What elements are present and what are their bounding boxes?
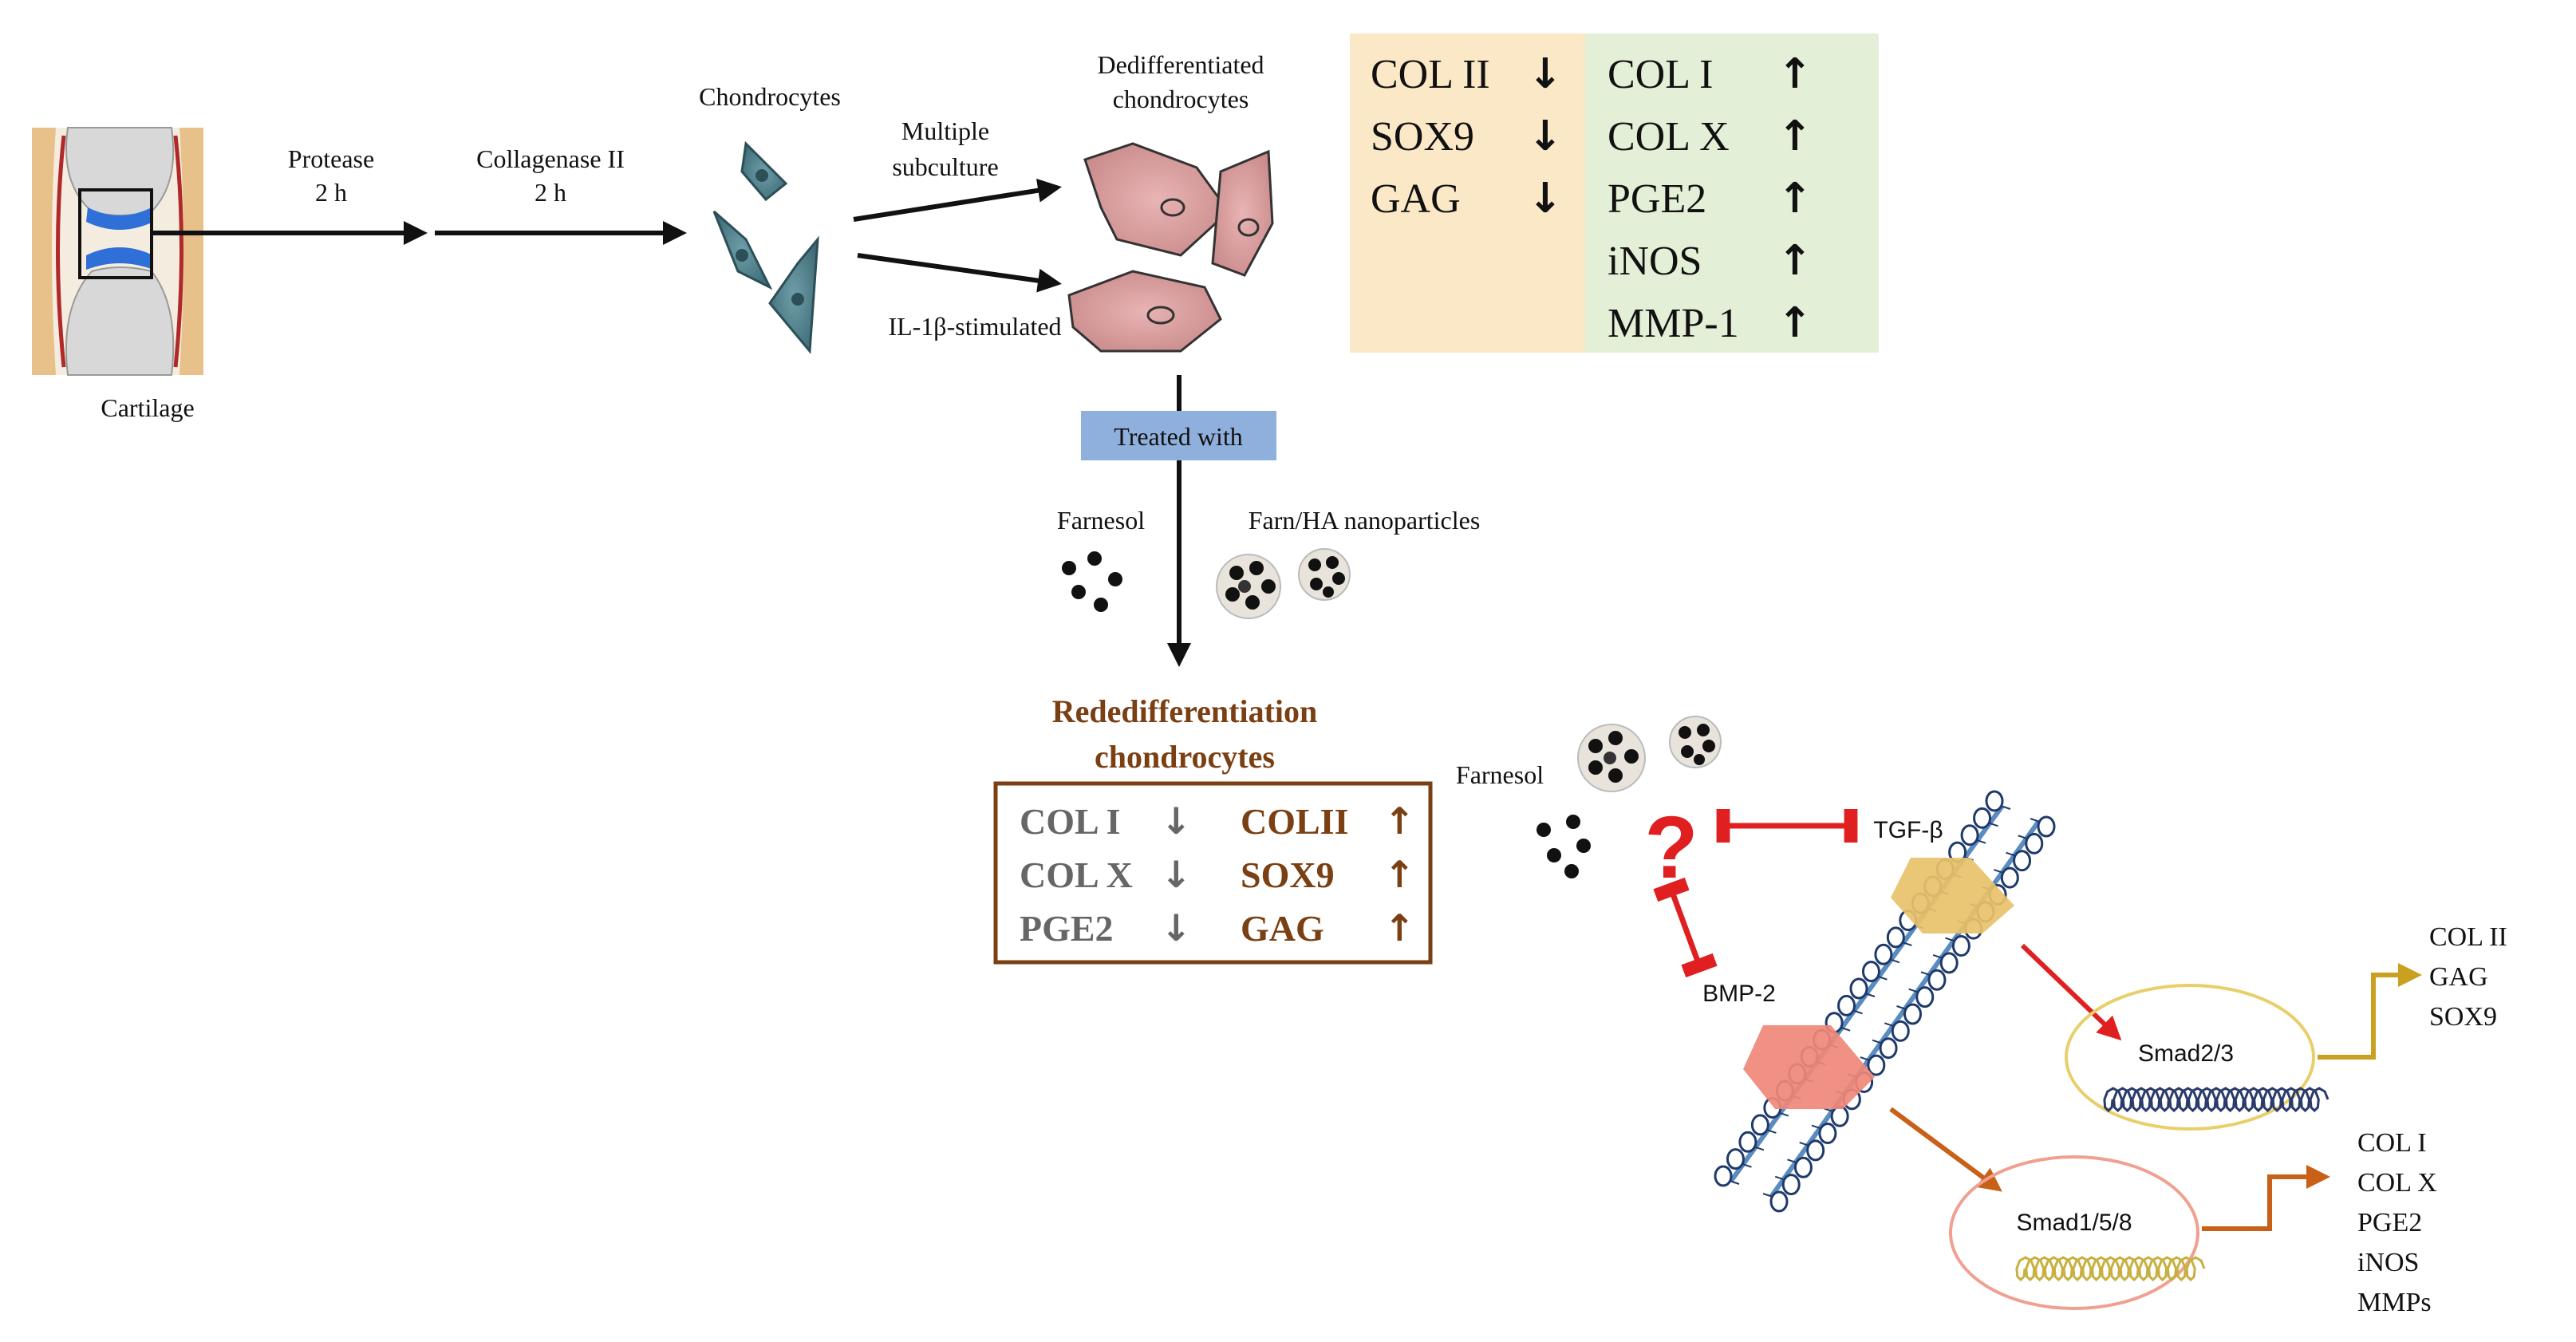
smad158-target-0: COL I: [2357, 1128, 2427, 1158]
subculture-label-2: subculture: [892, 152, 998, 181]
il1b-arrow: [857, 253, 1062, 293]
redediff-title-2: chondrocytes: [1095, 739, 1275, 775]
tgf-receptor: [1891, 858, 2014, 933]
dediff-up-name-2: PGE2: [1608, 176, 1706, 222]
pathway-farnesol-dots: [1537, 815, 1591, 878]
bmp-label: BMP-2: [1702, 981, 1776, 1007]
smad23-label: Smad2/3: [2138, 1040, 2234, 1067]
chondrocytes-label: Chondrocytes: [699, 82, 841, 111]
dediff-up-name-3: iNOS: [1608, 239, 1702, 284]
smad158-target-1: COL X: [2357, 1168, 2437, 1198]
dediff-up-arrow-2: ↑: [1777, 175, 1813, 223]
redediff-title-1: Rededifferentiation: [1052, 693, 1318, 729]
dediff-up-arrow-3: ↑: [1777, 237, 1813, 285]
dediff-down-arrow-1: ↓: [1528, 112, 1563, 160]
smad158-label: Smad1/5/8: [2016, 1210, 2132, 1236]
pathway-farnesol-label: Farnesol: [1456, 760, 1544, 789]
dediff-label-2: chondrocytes: [1113, 85, 1249, 113]
cartilage-label: Cartilage: [101, 393, 194, 422]
redediff-box: [993, 781, 1433, 965]
chondrocyte-cells: [712, 140, 819, 354]
dediff-down-name-0: COL II: [1371, 52, 1490, 97]
redediff-down-arrow-2: ↓: [1161, 906, 1192, 949]
protease-label: Protease: [288, 144, 374, 173]
redediff-down-name-2: PGE2: [1020, 908, 1114, 949]
treated-with-box: [1081, 411, 1276, 460]
upregulated-box: [1585, 34, 1879, 353]
redediff-down-arrow-0: ↓: [1161, 799, 1192, 843]
redediff-up-markers: COLII ↑ SOX9 ↑ GAG ↑: [1241, 799, 1415, 949]
redediff-down-name-1: COL X: [1020, 855, 1133, 895]
downregulated-box: [1350, 34, 1585, 353]
nanoparticle-cluster: [1216, 548, 1351, 619]
dediff-down-name-1: SOX9: [1371, 114, 1474, 160]
subculture-label-1: Multiple: [901, 116, 989, 145]
dediff-down-name-2: GAG: [1371, 176, 1461, 222]
dediff-up-name-4: MMP-1: [1608, 301, 1739, 346]
bmp-to-smad158-arrow: [1889, 1107, 2002, 1192]
tgf-label: TGF-β: [1873, 817, 1943, 843]
smad158-target-2: PGE2: [2357, 1208, 2422, 1237]
smad23-dna: [2103, 1087, 2329, 1113]
bmp-inhibition-link: [1653, 877, 1718, 978]
smad23-nucleus: [2065, 984, 2315, 1131]
collagenase-label: Collagenase II: [476, 144, 625, 173]
smad23-target-0: COL II: [2429, 922, 2507, 952]
dediff-up-arrow-1: ↑: [1777, 112, 1813, 160]
collagenase-time: 2 h: [535, 178, 566, 207]
redediff-up-arrow-2: ↑: [1384, 906, 1415, 949]
smad23-output-arrow: [2318, 963, 2422, 1060]
dediff-label-1: Dedifferentiated: [1097, 50, 1264, 79]
dediff-up-arrow-0: ↑: [1777, 50, 1813, 98]
farnesol-dots: [1062, 551, 1122, 612]
pathway-nanoparticles: [1577, 716, 1722, 792]
il1b-label: IL-1β-stimulated: [888, 312, 1061, 341]
smad23-target-1: GAG: [2429, 962, 2488, 992]
subculture-arrow: [853, 178, 1062, 222]
dediff-down-arrow-2: ↓: [1528, 175, 1563, 223]
redediff-down-name-0: COL I: [1020, 801, 1121, 842]
bmp-receptor: [1743, 1025, 1875, 1109]
tgf-to-smad23-arrow: [2020, 943, 2122, 1041]
dediff-up-arrow-4: ↑: [1777, 299, 1813, 347]
nanoparticles-label: Farn/HA nanoparticles: [1249, 506, 1481, 535]
redediff-up-arrow-0: ↑: [1384, 799, 1415, 843]
smad158-nucleus: [1949, 1155, 2199, 1310]
smad158-targets: COL I COL X PGE2 iNOS MMPs: [2357, 1128, 2437, 1317]
dediff-up-name-1: COL X: [1608, 114, 1730, 160]
smad23-targets: COL II GAG SOX9: [2429, 922, 2507, 1032]
smad158-dna: [2015, 1256, 2206, 1282]
dediff-up-name-0: COL I: [1608, 52, 1713, 97]
dedifferentiated-cells: [1067, 142, 1274, 353]
redediff-up-arrow-1: ↑: [1384, 853, 1415, 896]
smad158-output-arrow: [2202, 1165, 2330, 1231]
dediff-up-markers: COL I ↑ COL X ↑ PGE2 ↑ iNOS ↑ MMP-1 ↑: [1608, 50, 1813, 347]
redediff-up-name-0: COLII: [1241, 801, 1348, 842]
smad158-target-4: MMPs: [2357, 1288, 2432, 1317]
redediff-up-name-1: SOX9: [1241, 855, 1335, 895]
redediff-down-markers: COL I ↓ COL X ↓ PGE2 ↓: [1020, 799, 1192, 949]
question-mark: ?: [1644, 799, 1698, 897]
redediff-up-name-2: GAG: [1241, 908, 1324, 949]
smad23-target-2: SOX9: [2429, 1002, 2497, 1032]
redediff-down-arrow-1: ↓: [1161, 853, 1192, 896]
cartilage-illustration: [32, 127, 203, 376]
treated-with-label: Treated with: [1114, 422, 1242, 451]
protease-time: 2 h: [315, 178, 347, 207]
dediff-down-markers: COL II ↓ SOX9 ↓ GAG ↓: [1371, 50, 1563, 223]
smad158-target-3: iNOS: [2357, 1248, 2419, 1277]
farnesol-label: Farnesol: [1057, 506, 1145, 535]
dediff-down-arrow-0: ↓: [1528, 50, 1563, 98]
